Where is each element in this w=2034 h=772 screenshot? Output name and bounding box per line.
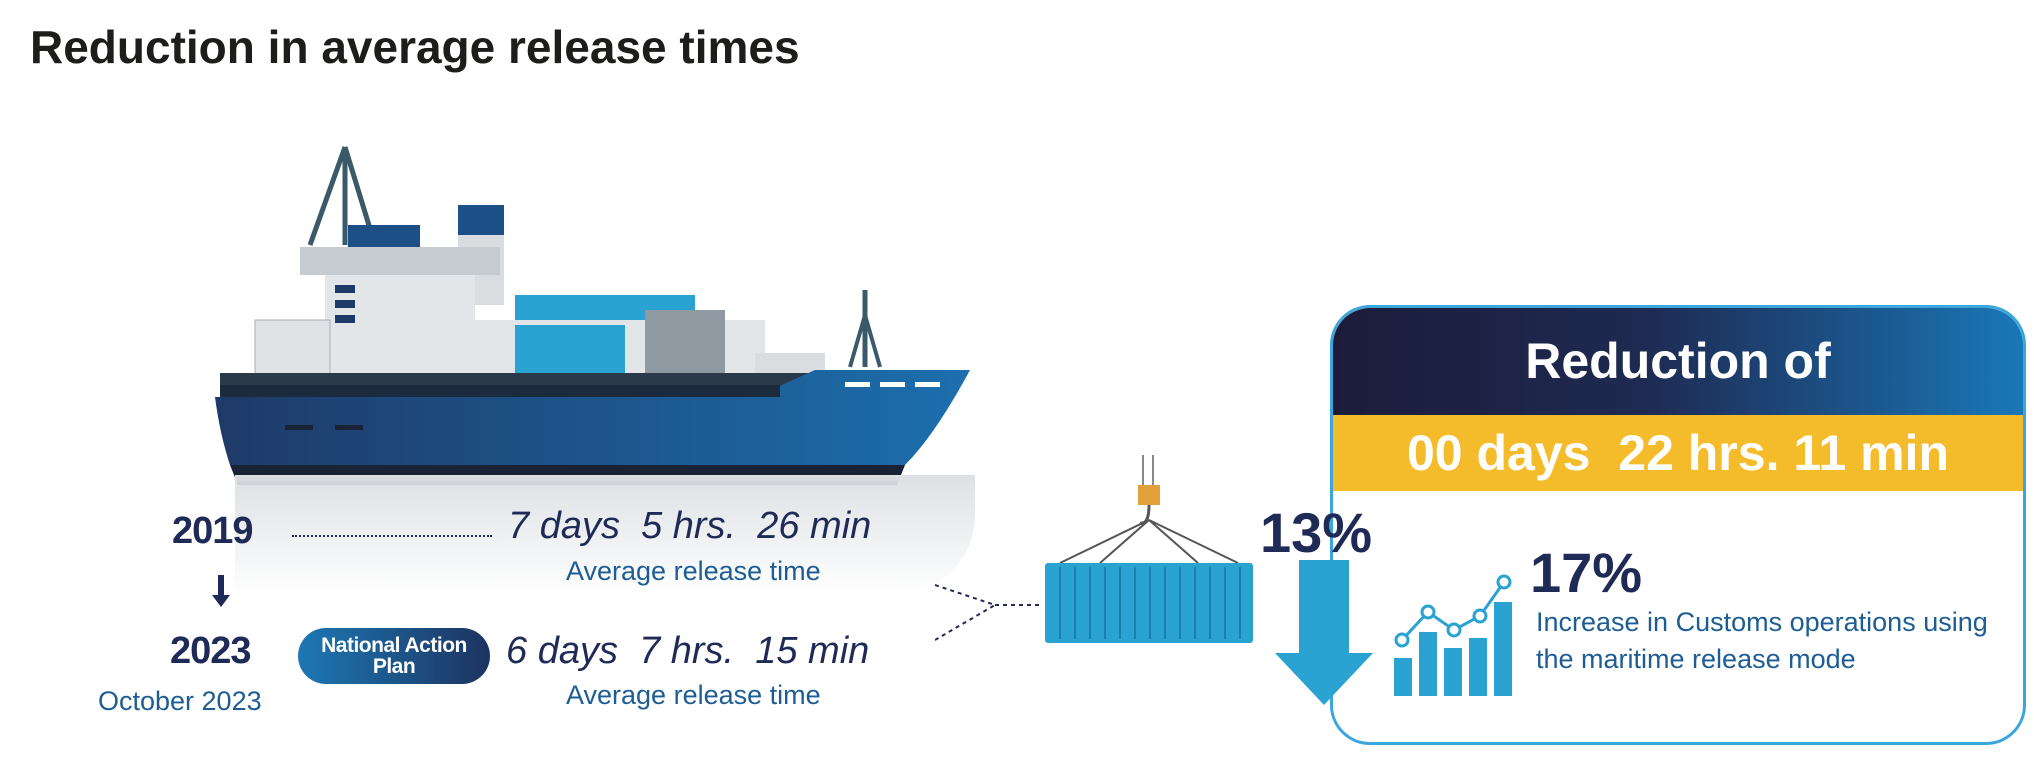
- increase-description: Increase in Customs operations using the…: [1536, 607, 1988, 674]
- container-illustration: [935, 584, 1040, 641]
- plan-label: National Action Plan: [321, 634, 467, 678]
- arrow-down-icon: [212, 575, 230, 607]
- crane-hook-container-icon: [1045, 455, 1253, 643]
- release-time-label-2019: Average release time: [566, 556, 821, 586]
- reduction-value: 00 days 22 hrs. 11 min: [1333, 415, 2023, 491]
- release-time-label-2023: Average release time: [566, 680, 821, 710]
- growth-chart-icon: [1394, 574, 1512, 696]
- increase-percent: 17%: [1530, 541, 1643, 604]
- page-title: Reduction in average release times: [30, 21, 800, 73]
- reduction-card: Reduction of 00 days 22 hrs. 11 min: [1330, 305, 2026, 745]
- cargo-ship-illustration: [215, 146, 970, 485]
- date-2023: October 2023: [98, 686, 262, 716]
- dotted-connector: [292, 535, 492, 537]
- reduction-percent: 13%: [1260, 501, 1373, 564]
- decrease-arrow-icon: [1275, 560, 1373, 705]
- year-2023: 2023: [170, 630, 252, 672]
- release-time-2023: 6 days 7 hrs. 15 min: [506, 630, 870, 672]
- year-2019: 2019: [172, 510, 254, 552]
- national-action-plan-badge: National Action Plan: [298, 628, 490, 684]
- reduction-heading: Reduction of: [1333, 308, 2023, 415]
- release-time-2019: 7 days 5 hrs. 26 min: [508, 505, 872, 547]
